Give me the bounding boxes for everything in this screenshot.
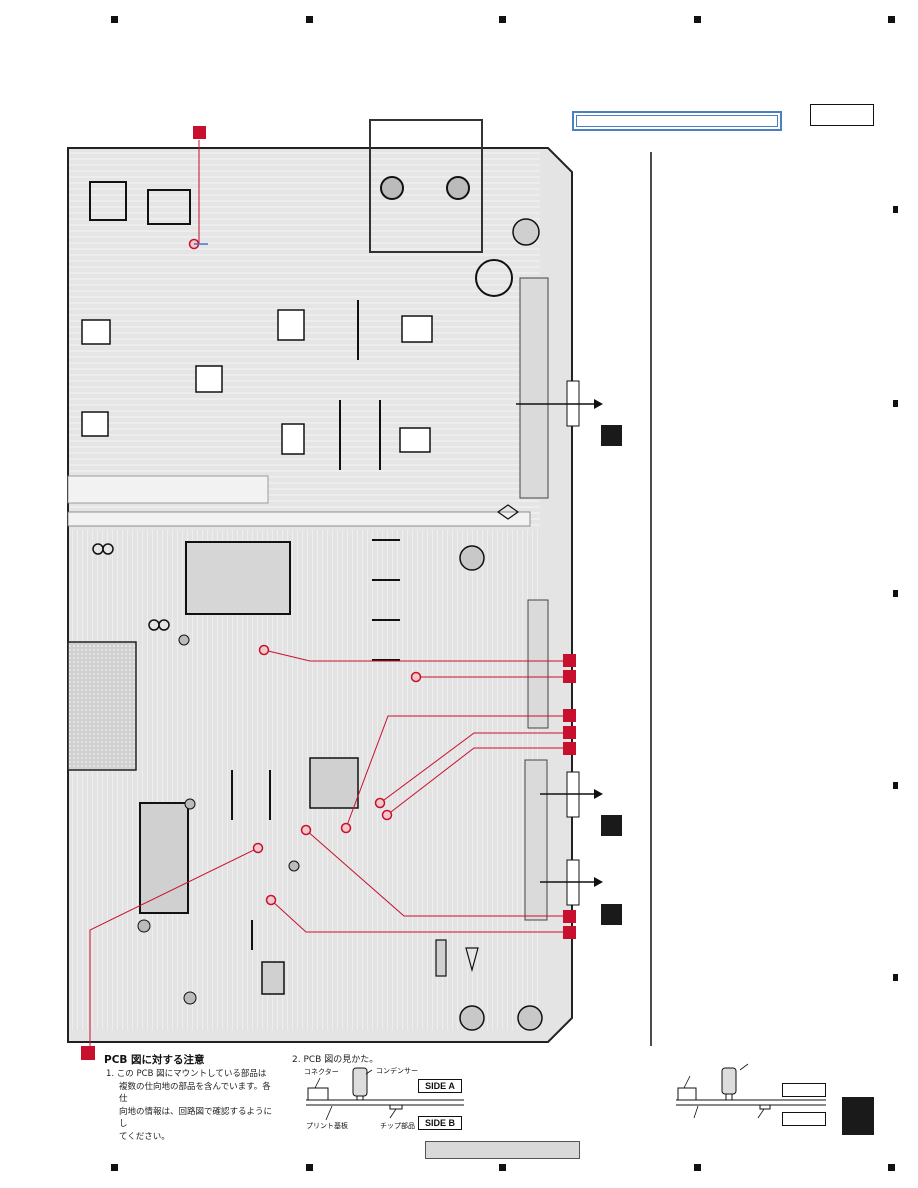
side-b-label: SIDE B xyxy=(418,1116,462,1130)
board-label: プリント基板 xyxy=(306,1122,348,1130)
right-edge-mark-1 xyxy=(893,206,898,213)
right-edge-mark-3 xyxy=(893,590,898,597)
top-registration-mark-2 xyxy=(306,16,313,23)
callout-marker-5 xyxy=(563,742,576,755)
notes-marker xyxy=(81,1046,95,1060)
connector-block-marker-2 xyxy=(601,815,622,836)
capacitor-label: コンデンサー xyxy=(376,1067,418,1075)
top-registration-mark-4 xyxy=(694,16,701,23)
callout-marker-4 xyxy=(563,726,576,739)
connector-block-marker-1 xyxy=(601,425,622,446)
bottom-registration-mark-2 xyxy=(306,1164,313,1171)
right-edge-mark-2 xyxy=(893,400,898,407)
board-title-frame xyxy=(572,111,782,131)
bottom-right-corner-mark xyxy=(888,1164,895,1171)
section-tab xyxy=(842,1097,874,1135)
footer-bar xyxy=(425,1141,580,1159)
callout-marker-2 xyxy=(563,670,576,683)
side-b-box-right xyxy=(782,1112,826,1126)
pcb-notes-line-3: 向地の情報は、回路図で確認するようにし xyxy=(119,1106,273,1130)
page-number-box xyxy=(810,104,874,126)
bottom-registration-mark-1 xyxy=(111,1164,118,1171)
bottom-registration-mark-3 xyxy=(499,1164,506,1171)
connector-block-marker-3 xyxy=(601,904,622,925)
callout-marker-top xyxy=(193,126,206,139)
pcb-howto-title: 2. PCB 図の見かた。 xyxy=(292,1055,379,1065)
bottom-registration-mark-4 xyxy=(694,1164,701,1171)
top-registration-mark-3 xyxy=(499,16,506,23)
top-right-corner-mark xyxy=(888,16,895,23)
pcb-notes-line-4: てください。 xyxy=(119,1131,170,1142)
callout-marker-7 xyxy=(563,926,576,939)
pcb-notes-line-2: 複数の仕向地の部品を含んでいます。各仕 xyxy=(119,1081,271,1105)
right-edge-mark-5 xyxy=(893,974,898,981)
pcb-notes-body: 1. この PCB 図にマウントしている部品は 複数の仕向地の部品を含んでいます… xyxy=(106,1068,274,1143)
top-registration-mark-1 xyxy=(111,16,118,23)
side-a-box-right xyxy=(782,1083,826,1097)
pcb-notes-title: PCB 図に対する注意 xyxy=(104,1054,205,1066)
callout-marker-1 xyxy=(563,654,576,667)
callout-marker-6 xyxy=(563,910,576,923)
right-edge-mark-4 xyxy=(893,782,898,789)
side-a-label: SIDE A xyxy=(418,1079,462,1093)
connector-label: コネクター xyxy=(304,1068,339,1076)
pcb-notes-line-1: 1. この PCB 図にマウントしている部品は xyxy=(106,1069,267,1079)
chip-label: チップ部品 xyxy=(380,1122,415,1130)
callout-marker-3 xyxy=(563,709,576,722)
